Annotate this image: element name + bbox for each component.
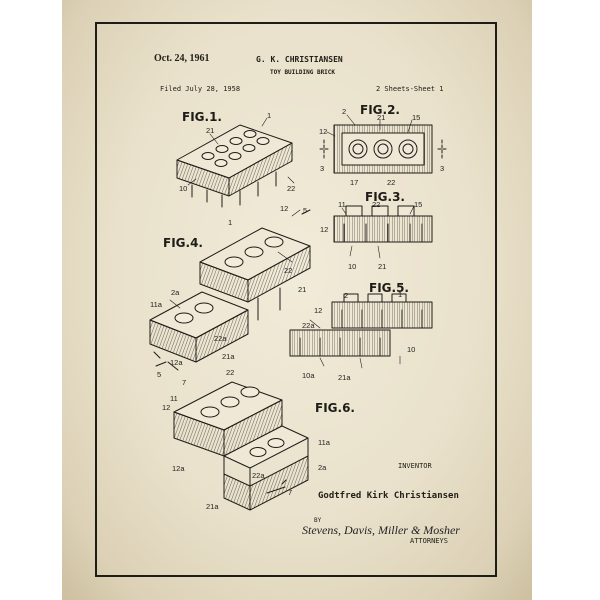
ref-numeral: 12 bbox=[280, 204, 289, 213]
ref-numeral: 3 bbox=[440, 164, 445, 173]
ref-numeral: 15 bbox=[414, 200, 423, 209]
ref-numeral: 10a bbox=[302, 371, 315, 380]
ref-numeral: 21 bbox=[377, 113, 386, 122]
attorney-signature: Stevens, Davis, Miller & Mosher bbox=[302, 523, 460, 537]
patent-drawing bbox=[149, 114, 447, 511]
fig2-top-view bbox=[319, 124, 447, 174]
ref-numeral: 22 bbox=[226, 368, 235, 377]
ref-numeral: 5 bbox=[303, 206, 308, 215]
ref-numeral: 12 bbox=[319, 127, 328, 136]
ref-numeral: 22 bbox=[287, 184, 296, 193]
fig1-brick bbox=[176, 124, 293, 208]
ref-numeral: 11a bbox=[318, 438, 330, 447]
fig6-offset-bricks bbox=[167, 361, 309, 511]
ref-numeral: 12 bbox=[320, 225, 329, 234]
sheet-count: 2 Sheets-Sheet 1 bbox=[376, 85, 444, 93]
ref-numeral: 5 bbox=[157, 370, 162, 379]
ref-numeral: 22 bbox=[387, 178, 396, 187]
figure-label-4: FIG.4. bbox=[163, 236, 203, 250]
ref-numeral: 1 bbox=[398, 290, 403, 299]
ref-numeral: 22 bbox=[372, 200, 381, 209]
ref-numeral: 21 bbox=[206, 126, 215, 135]
ref-numeral: 2 bbox=[344, 291, 349, 300]
patent-title: TOY BUILDING BRICK bbox=[270, 69, 336, 76]
ref-numeral: 17 bbox=[350, 178, 359, 187]
ref-numeral: 12a bbox=[172, 464, 185, 473]
filed-date: Filed July 28, 1958 bbox=[160, 85, 241, 93]
patent-sheet: Oct. 24, 1961 G. K. CHRISTIANSEN TOY BUI… bbox=[62, 0, 532, 600]
ref-numeral: 11a bbox=[150, 300, 162, 309]
ref-numeral: 12a bbox=[170, 358, 183, 367]
ref-numeral: 11 bbox=[170, 394, 178, 403]
fig5-stacked-section bbox=[289, 293, 433, 357]
leader-lines bbox=[169, 114, 415, 369]
ref-numeral: 21a bbox=[222, 352, 235, 361]
inventor-name: G. K. CHRISTIANSEN bbox=[256, 55, 343, 64]
ref-numeral: 12 bbox=[314, 306, 323, 315]
figure-label-2: FIG.2. bbox=[360, 103, 400, 117]
attorneys-label: ATTORNEYS bbox=[410, 537, 448, 545]
sheet-border bbox=[95, 22, 497, 577]
ref-numeral: 22 bbox=[284, 266, 293, 275]
ref-numeral: 21 bbox=[298, 285, 307, 294]
ref-numeral: 22a bbox=[302, 321, 315, 330]
ref-numeral: 10 bbox=[179, 184, 188, 193]
figure-label-6: FIG.6. bbox=[315, 401, 355, 415]
ref-numeral: 2 bbox=[342, 107, 347, 116]
ref-numeral: 22a bbox=[214, 334, 227, 343]
ref-numeral: 2a bbox=[318, 463, 327, 472]
ref-numeral: 2a bbox=[171, 288, 180, 297]
ref-numeral: 1 bbox=[267, 111, 272, 120]
ref-numeral: 11 bbox=[338, 200, 346, 209]
ref-numeral: 1 bbox=[228, 218, 233, 227]
by-label: BY bbox=[314, 517, 322, 524]
patent-date: Oct. 24, 1961 bbox=[154, 53, 210, 64]
inventor-label: INVENTOR bbox=[398, 462, 432, 470]
ref-numeral: 7 bbox=[288, 488, 293, 497]
fig3-section bbox=[333, 205, 433, 243]
ref-numeral: 7 bbox=[182, 378, 187, 387]
ref-numeral: 3 bbox=[320, 164, 325, 173]
fig4-stacked-bricks bbox=[149, 209, 311, 367]
ref-numeral: 21a bbox=[338, 373, 351, 382]
ref-numeral: 12 bbox=[162, 403, 171, 412]
figure-label-3: FIG.3. bbox=[365, 190, 405, 204]
ref-numeral: 22a bbox=[252, 471, 265, 480]
figure-label-5: FIG.5. bbox=[369, 281, 409, 295]
ref-numeral: 10 bbox=[407, 345, 416, 354]
figure-label-1: FIG.1. bbox=[182, 110, 222, 124]
ref-numeral: 15 bbox=[412, 113, 421, 122]
inventor-full-name: Godtfred Kirk Christiansen bbox=[318, 491, 459, 501]
ref-numeral: 21a bbox=[206, 502, 219, 511]
ref-numeral: 10 bbox=[348, 262, 357, 271]
ref-numeral: 21 bbox=[378, 262, 387, 271]
